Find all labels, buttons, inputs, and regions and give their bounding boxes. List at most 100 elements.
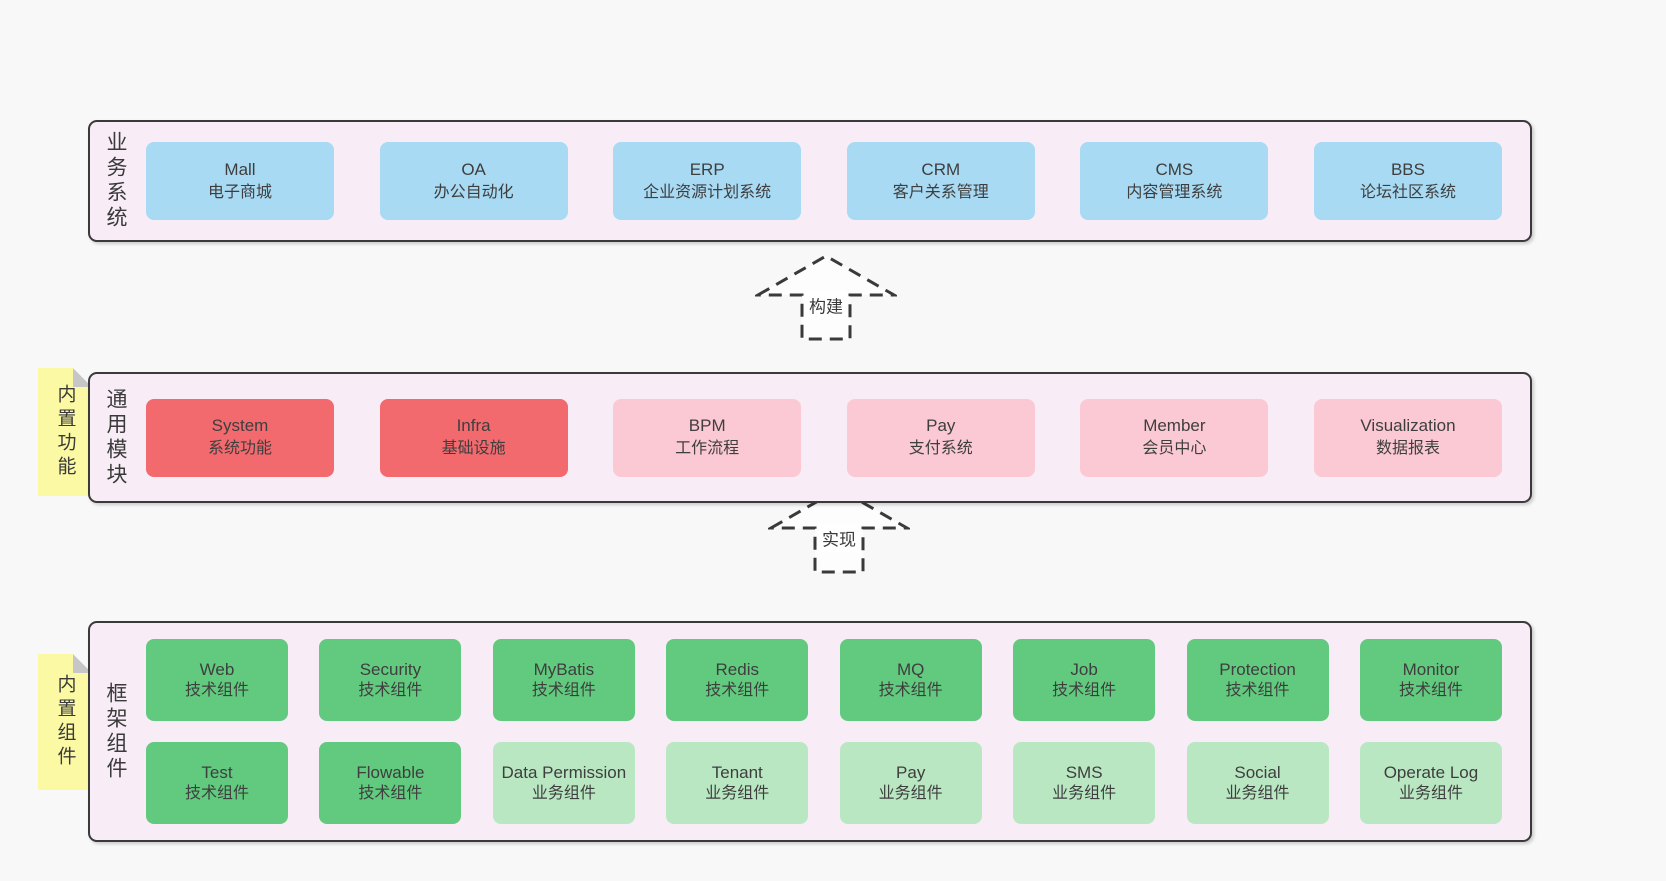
box-desc: 技术组件 (1225, 681, 1290, 699)
box-oa: OA 办公自动化 (379, 142, 568, 220)
box-name: SMS (1065, 762, 1103, 782)
box-operate-log: Operate Log 业务组件 (1359, 742, 1502, 824)
box-name: System (211, 416, 269, 436)
box-security: Security 技术组件 (319, 639, 462, 721)
box-bbs: BBS 论坛社区系统 (1313, 142, 1502, 220)
box-desc: 系统功能 (207, 440, 272, 458)
box-name: MyBatis (533, 659, 595, 679)
box-crm: CRM 客户关系管理 (846, 142, 1035, 220)
box-bpm: BPM 工作流程 (613, 398, 802, 477)
box-desc: 办公自动化 (433, 183, 514, 201)
box-name: BBS (1390, 159, 1425, 179)
sticky-note-text: 内置组件 (54, 674, 76, 770)
box-visualization: Visualization 数据报表 (1313, 398, 1502, 477)
box-desc: 业务组件 (1052, 784, 1117, 802)
box-name: Redis (715, 659, 759, 679)
box-desc: 技术组件 (184, 681, 249, 699)
components-row-1: Web 技术组件 Security 技术组件 MyBatis 技术组件 Redi… (146, 639, 1502, 721)
box-name: CMS (1155, 159, 1194, 179)
sticky-note-text: 内置功能 (54, 384, 76, 480)
box-flowable: Flowable 技术组件 (319, 742, 462, 824)
box-name: Job (1070, 659, 1098, 679)
box-name: Web (199, 659, 235, 679)
band-label-framework-components: 框架组件 (104, 681, 127, 782)
box-mall: Mall 电子商城 (146, 142, 334, 220)
box-desc: 基础设施 (441, 440, 506, 458)
box-name: Member (1143, 416, 1206, 436)
box-cms: CMS 内容管理系统 (1080, 142, 1269, 220)
arrow-label-build: 构建 (805, 290, 847, 320)
box-desc: 技术组件 (1398, 681, 1463, 699)
box-web: Web 技术组件 (146, 639, 288, 721)
box-name: BPM (688, 416, 726, 436)
box-desc: 支付系统 (908, 440, 973, 458)
box-name: Infra (456, 416, 491, 436)
box-sms: SMS 业务组件 (1013, 742, 1156, 824)
box-desc: 论坛社区系统 (1359, 183, 1456, 201)
components-row-2: Test 技术组件 Flowable 技术组件 Data Permission … (146, 742, 1502, 824)
box-name: Operate Log (1383, 762, 1479, 782)
box-name: Visualization (1360, 416, 1456, 436)
box-desc: 工作流程 (675, 440, 740, 458)
box-name: Data Permission (501, 762, 627, 782)
band-business-content: Mall 电子商城 OA 办公自动化 ERP 企业资源计划系统 CRM 客户关系… (140, 122, 1530, 240)
box-desc: 业务组件 (878, 784, 943, 802)
up-arrow-build: 构建 (755, 253, 897, 343)
box-mq: MQ 技术组件 (839, 639, 982, 721)
box-name: Social (1234, 762, 1281, 782)
box-pay-component: Pay 业务组件 (839, 742, 982, 824)
box-name: Monitor (1402, 659, 1460, 679)
box-erp: ERP 企业资源计划系统 (613, 142, 802, 220)
box-redis: Redis 技术组件 (666, 639, 809, 721)
box-desc: 业务组件 (1398, 784, 1463, 802)
box-job: Job 技术组件 (1013, 639, 1156, 721)
box-member: Member 会员中心 (1080, 398, 1269, 477)
band-common-modules: 通用模块 System 系统功能 Infra 基础设施 BPM 工作流程 Pay… (88, 372, 1532, 503)
box-data-permission: Data Permission 业务组件 (492, 742, 635, 824)
box-desc: 会员中心 (1142, 440, 1207, 458)
box-desc: 技术组件 (531, 681, 596, 699)
box-name: Flowable (356, 762, 425, 782)
box-desc: 技术组件 (705, 681, 770, 699)
box-desc: 技术组件 (358, 681, 423, 699)
box-name: OA (461, 159, 486, 179)
box-desc: 企业资源计划系统 (643, 183, 772, 201)
box-name: Pay (926, 416, 956, 436)
band-framework-components: 框架组件 Web 技术组件 Security 技术组件 MyBatis 技术组件… (88, 621, 1532, 842)
box-name: MQ (896, 659, 925, 679)
box-name: Protection (1219, 659, 1296, 679)
box-infra: Infra 基础设施 (379, 398, 568, 477)
box-desc: 客户关系管理 (892, 183, 989, 201)
box-social: Social 业务组件 (1186, 742, 1329, 824)
box-desc: 电子商城 (207, 183, 272, 201)
box-desc: 技术组件 (358, 784, 423, 802)
box-mybatis: MyBatis 技术组件 (492, 639, 635, 721)
sticky-note-built-in-components: 内置组件 (38, 654, 92, 790)
box-protection: Protection 技术组件 (1186, 639, 1329, 721)
box-name: CRM (921, 159, 961, 179)
band-modules-content: System 系统功能 Infra 基础设施 BPM 工作流程 Pay 支付系统… (140, 374, 1530, 501)
box-desc: 技术组件 (184, 784, 249, 802)
box-system: System 系统功能 (146, 398, 334, 477)
box-name: Tenant (711, 762, 763, 782)
box-tenant: Tenant 业务组件 (666, 742, 809, 824)
box-name: Mall (224, 159, 256, 179)
box-test: Test 技术组件 (146, 742, 288, 824)
sticky-note-built-in-features: 内置功能 (38, 368, 92, 496)
band-components-content: Web 技术组件 Security 技术组件 MyBatis 技术组件 Redi… (140, 623, 1530, 840)
band-business-systems: 业务系统 Mall 电子商城 OA 办公自动化 ERP 企业资源计划系统 CRM… (88, 120, 1532, 242)
arrow-label-implement: 实现 (818, 523, 860, 553)
box-name: Test (201, 762, 233, 782)
box-desc: 业务组件 (705, 784, 770, 802)
box-name: ERP (689, 159, 725, 179)
box-desc: 数据报表 (1375, 440, 1440, 458)
box-desc: 业务组件 (1225, 784, 1290, 802)
box-monitor: Monitor 技术组件 (1359, 639, 1502, 721)
box-name: Security (359, 659, 422, 679)
box-pay-module: Pay 支付系统 (846, 398, 1035, 477)
box-name: Pay (896, 762, 926, 782)
box-desc: 技术组件 (878, 681, 943, 699)
band-label-common-modules: 通用模块 (104, 387, 127, 488)
band-label-business-systems: 业务系统 (104, 131, 127, 231)
